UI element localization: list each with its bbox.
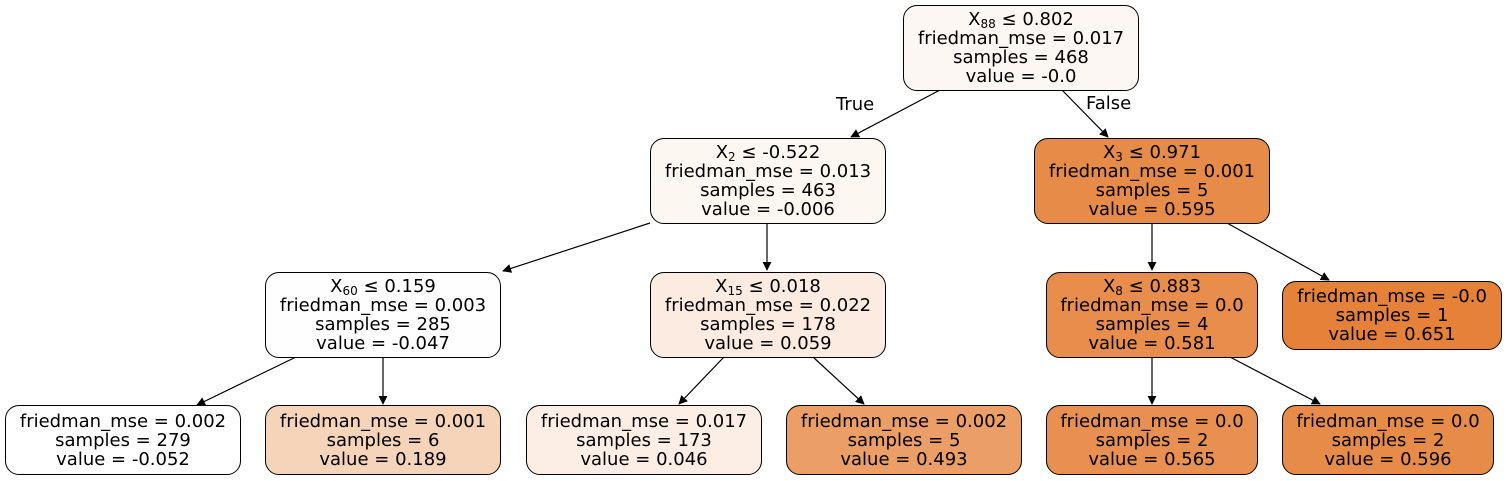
mse-text: friedman_mse = 0.002 bbox=[800, 410, 1008, 432]
tree-node-n7: friedman_mse = 0.002 samples = 5 value =… bbox=[786, 405, 1022, 475]
value-text: value = -0.006 bbox=[701, 199, 835, 220]
tree-node-root: X88 ≤ 0.802 friedman_mse = 0.017 samples… bbox=[903, 5, 1139, 91]
samples-text: samples = 6 bbox=[326, 429, 440, 451]
samples-text: samples = 5 bbox=[847, 429, 961, 451]
samples-text: samples = 173 bbox=[576, 429, 712, 451]
samples-text: samples = 468 bbox=[953, 47, 1089, 68]
edge-n5-to-n7 bbox=[812, 356, 865, 405]
tree-node-n11: friedman_mse = 0.0 samples = 2 value = 0… bbox=[1282, 405, 1494, 475]
value-text: value = 0.493 bbox=[840, 448, 968, 470]
samples-text: samples = 463 bbox=[700, 180, 836, 201]
mse-text: friedman_mse = 0.013 bbox=[664, 161, 872, 182]
samples-text: samples = 2 bbox=[1331, 429, 1445, 451]
edge-n8-to-n12 bbox=[1226, 222, 1330, 281]
value-text: value = 0.059 bbox=[704, 333, 832, 354]
tree-node-n1: X2 ≤ -0.522 friedman_mse = 0.013 samples… bbox=[650, 138, 886, 224]
tree-node-n12: friedman_mse = -0.0 samples = 1 value = … bbox=[1282, 281, 1502, 350]
value-text: value = 0.189 bbox=[319, 448, 447, 470]
samples-text: samples = 5 bbox=[1095, 180, 1209, 201]
mse-text: friedman_mse = 0.022 bbox=[664, 295, 872, 316]
tree-node-n3: friedman_mse = 0.002 samples = 279 value… bbox=[5, 405, 241, 475]
edge-n2-to-n3 bbox=[196, 356, 297, 406]
mse-text: friedman_mse = 0.003 bbox=[279, 295, 487, 316]
edge-n9-to-n11 bbox=[1229, 356, 1321, 405]
mse-text: friedman_mse = 0.002 bbox=[19, 410, 227, 432]
value-text: value = 0.581 bbox=[1088, 333, 1216, 354]
edge-n1-to-n2 bbox=[502, 222, 651, 273]
mse-text: friedman_mse = 0.017 bbox=[917, 28, 1125, 49]
mse-text: friedman_mse = 0.001 bbox=[279, 410, 487, 432]
tree-node-n5: X15 ≤ 0.018 friedman_mse = 0.022 samples… bbox=[650, 272, 886, 358]
tree-node-n9: X8 ≤ 0.883 friedman_mse = 0.0 samples = … bbox=[1046, 272, 1258, 358]
mse-text: friedman_mse = 0.0 bbox=[1296, 410, 1480, 432]
tree-node-n10: friedman_mse = 0.0 samples = 2 value = 0… bbox=[1046, 405, 1258, 475]
tree-node-n6: friedman_mse = 0.017 samples = 173 value… bbox=[526, 405, 762, 475]
value-text: value = 0.046 bbox=[580, 448, 708, 470]
split-condition: X60 ≤ 0.159 bbox=[330, 276, 436, 298]
tree-node-n2: X60 ≤ 0.159 friedman_mse = 0.003 samples… bbox=[265, 272, 501, 358]
value-text: value = 0.595 bbox=[1088, 199, 1216, 220]
tree-node-n4: friedman_mse = 0.001 samples = 6 value =… bbox=[265, 405, 501, 475]
value-text: value = -0.052 bbox=[56, 448, 190, 470]
edge-n5-to-n6 bbox=[678, 356, 725, 405]
split-condition: X2 ≤ -0.522 bbox=[715, 142, 821, 164]
tree-node-n8: X3 ≤ 0.971 friedman_mse = 0.001 samples … bbox=[1034, 138, 1270, 224]
value-text: value = 0.651 bbox=[1328, 324, 1456, 345]
value-text: value = 0.596 bbox=[1324, 448, 1452, 470]
samples-text: samples = 1 bbox=[1335, 305, 1449, 326]
edge-root-to-n8 bbox=[1061, 89, 1109, 138]
mse-text: friedman_mse = 0.017 bbox=[540, 410, 748, 432]
split-condition: X88 ≤ 0.802 bbox=[968, 9, 1074, 31]
samples-text: samples = 4 bbox=[1095, 314, 1209, 335]
mse-text: friedman_mse = 0.001 bbox=[1048, 161, 1256, 182]
edge-root-to-n1 bbox=[850, 89, 941, 138]
split-condition: X15 ≤ 0.018 bbox=[715, 276, 821, 298]
true-edge-label: True bbox=[836, 94, 875, 115]
samples-text: samples = 285 bbox=[315, 314, 451, 335]
samples-text: samples = 178 bbox=[700, 314, 836, 335]
mse-text: friedman_mse = 0.0 bbox=[1060, 295, 1244, 316]
mse-text: friedman_mse = -0.0 bbox=[1297, 286, 1487, 307]
samples-text: samples = 279 bbox=[55, 429, 191, 451]
value-text: value = 0.565 bbox=[1088, 448, 1216, 470]
value-text: value = -0.047 bbox=[316, 333, 450, 354]
mse-text: friedman_mse = 0.0 bbox=[1060, 410, 1244, 432]
split-condition: X3 ≤ 0.971 bbox=[1102, 142, 1202, 164]
samples-text: samples = 2 bbox=[1095, 429, 1209, 451]
false-edge-label: False bbox=[1086, 93, 1132, 114]
value-text: value = -0.0 bbox=[965, 66, 1077, 87]
split-condition: X8 ≤ 0.883 bbox=[1102, 276, 1202, 298]
